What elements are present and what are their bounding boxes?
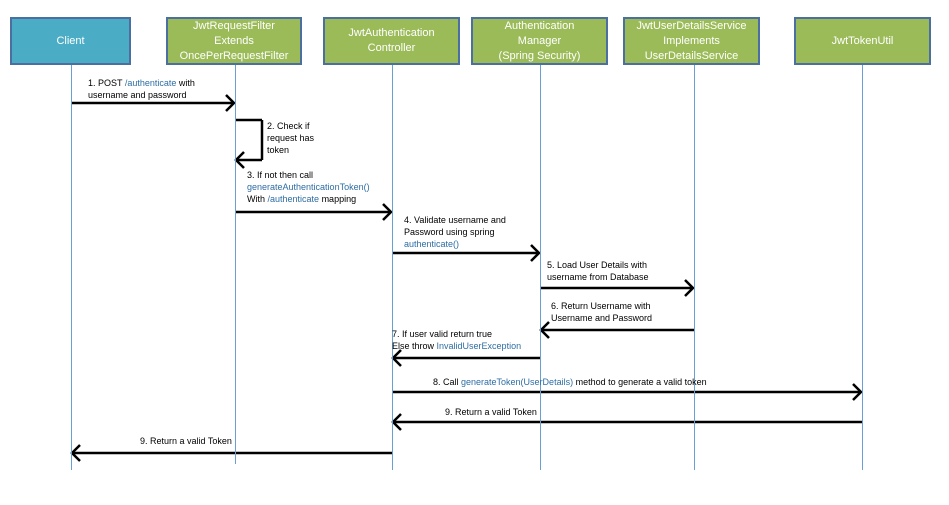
participant-label: Extends <box>214 34 254 47</box>
message-text: mapping <box>319 194 357 204</box>
participant-label: OncePerRequestFilter <box>179 49 289 62</box>
participant-label: Manager <box>517 34 562 47</box>
lifeline-uds <box>694 65 695 470</box>
message-line: 6. Return Username with <box>551 300 652 312</box>
participant-label: JwtRequestFilter <box>193 19 275 32</box>
message-text: 2. Check if <box>267 121 310 131</box>
code-reference: /authenticate <box>267 194 320 204</box>
participant-label: JwtAuthentication <box>348 27 435 39</box>
message-text: 8. Call <box>433 377 462 387</box>
message-text: Password using spring <box>404 227 495 237</box>
code-reference: InvalidUserException <box>436 341 522 351</box>
msg-5-label: 5. Load User Details with username from D… <box>547 259 649 283</box>
message-line: Username and Password <box>551 312 652 324</box>
lifeline-filter <box>235 65 236 464</box>
message-line: 7. If user valid return true <box>392 328 521 340</box>
message-line: 9. Return a valid Token <box>445 406 537 418</box>
participant-label: UserDetailsService <box>644 49 739 62</box>
message-text: 1. POST <box>88 78 125 88</box>
message-text: 9. Return a valid Token <box>140 436 232 446</box>
msg-1-arrowhead <box>225 94 236 112</box>
message-text: with <box>176 78 195 88</box>
message-line: 1. POST /authenticate with <box>88 77 195 89</box>
participant-label: Implements <box>663 34 720 47</box>
msg-8-label: 8. Call generateToken(UserDetails) metho… <box>433 376 707 388</box>
participant-label: Authentication <box>504 19 575 32</box>
msg-6-arrowhead <box>539 321 550 339</box>
message-text: username and password <box>88 90 187 100</box>
message-text: 3. If not then call <box>247 170 314 180</box>
participant-label: Client <box>56 34 85 47</box>
code-reference: /authenticate <box>124 78 177 88</box>
message-text: method to generate a valid token <box>573 377 707 387</box>
message-text: Else throw <box>392 341 437 351</box>
msg-2-label: 2. Check if request has token <box>267 120 314 156</box>
msg-9b-label: 9. Return a valid Token <box>140 435 232 447</box>
msg-8-arrowhead <box>852 383 863 401</box>
lifeline-client <box>71 65 72 470</box>
message-line: With /authenticate mapping <box>247 193 370 205</box>
message-line: username from Database <box>547 271 649 283</box>
msg-3-label: 3. If not then call generateAuthenticatio… <box>247 169 370 205</box>
lifeline-manager <box>540 65 541 470</box>
participant-util: JwtTokenUtil <box>794 17 931 65</box>
message-text: 9. Return a valid Token <box>445 407 537 417</box>
message-text: 5. Load User Details with <box>547 260 648 270</box>
msg-7-arrowhead <box>391 349 402 367</box>
msg-9a-arrowhead <box>391 413 402 431</box>
message-line: request has <box>267 132 314 144</box>
message-text: Username and Password <box>551 313 653 323</box>
msg-3-arrowhead <box>382 203 393 221</box>
message-line: 2. Check if <box>267 120 314 132</box>
message-text: username from Database <box>547 272 649 282</box>
message-line: username and password <box>88 89 195 101</box>
message-text: 4. Validate username and <box>404 215 506 225</box>
message-line: 5. Load User Details with <box>547 259 649 271</box>
code-reference: generateToken(UserDetails) <box>461 377 574 387</box>
code-reference: generateAuthenticationToken() <box>247 182 370 192</box>
lifeline-util <box>862 65 863 470</box>
message-text: 7. If user valid return true <box>392 329 493 339</box>
message-text: request has <box>267 133 315 143</box>
lifeline-controller <box>392 65 393 470</box>
code-reference: authenticate() <box>404 239 460 249</box>
msg-5-arrowhead <box>684 279 695 297</box>
participant-label: (Spring Security) <box>498 49 581 62</box>
msg-9b-arrowhead <box>70 444 81 462</box>
message-line: 4. Validate username and <box>404 214 506 226</box>
participant-label: JwtTokenUtil <box>831 34 894 47</box>
message-line: generateAuthenticationToken() <box>247 181 370 193</box>
msg-4-arrowhead <box>530 244 541 262</box>
message-line: Else throw InvalidUserException <box>392 340 521 352</box>
message-text: 6. Return Username with <box>551 301 651 311</box>
message-line: authenticate() <box>404 238 506 250</box>
participant-label: JwtUserDetailsService <box>636 19 747 32</box>
message-line: 8. Call generateToken(UserDetails) metho… <box>433 376 707 388</box>
participant-label: Controller <box>367 42 416 54</box>
msg-2-arrowhead <box>234 151 245 169</box>
participant-client: Client <box>10 17 131 65</box>
message-line: 9. Return a valid Token <box>140 435 232 447</box>
message-line: Password using spring <box>404 226 506 238</box>
msg-9a-label: 9. Return a valid Token <box>445 406 537 418</box>
message-text: With <box>247 194 268 204</box>
message-line: token <box>267 144 314 156</box>
message-text: token <box>267 145 290 155</box>
message-line: 3. If not then call <box>247 169 370 181</box>
